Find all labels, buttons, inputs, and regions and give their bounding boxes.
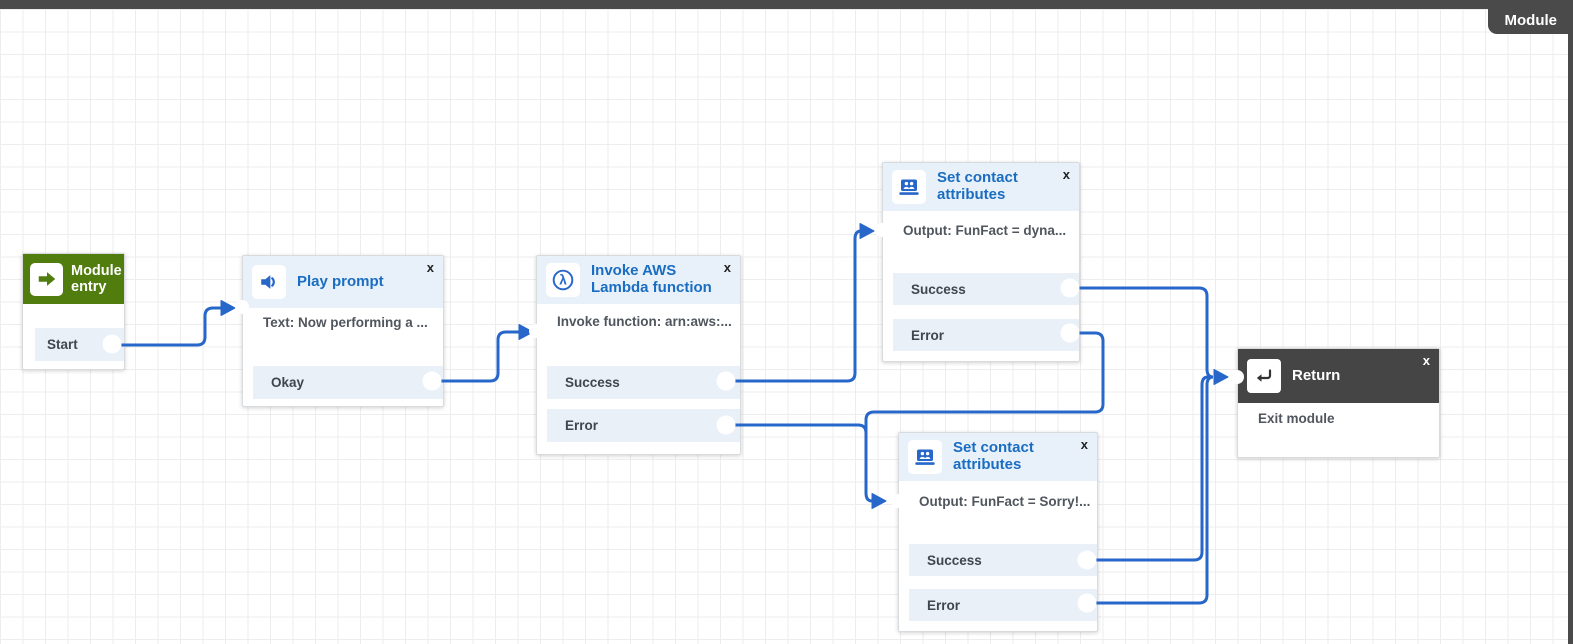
edge-set-contact-2-success-to-return[interactable]: [1087, 375, 1213, 562]
output-row-label: Success: [911, 281, 966, 297]
output-row-label: Error: [565, 418, 599, 433]
arrowhead-icon: [871, 493, 887, 509]
node-header: Return: [1238, 349, 1439, 403]
node-header: Set contact attributes: [899, 433, 1097, 481]
output-row-error[interactable]: Error: [547, 409, 740, 442]
output-row-label: Error: [927, 597, 961, 613]
lambda-icon: λ: [546, 263, 580, 297]
arrowhead-icon: [859, 223, 875, 239]
edge-okay-to-lambda[interactable]: [432, 330, 519, 383]
play-prompt-speaker-icon: [252, 265, 286, 299]
output-row-start[interactable]: Start: [35, 328, 124, 361]
svg-text:λ: λ: [559, 273, 567, 288]
edge-start-to-play-prompt[interactable]: [112, 306, 221, 347]
output-row-label: Start: [47, 337, 78, 352]
output-row-label: Success: [927, 552, 982, 568]
edge-lambda-success-to-set-contact-1[interactable]: [727, 229, 862, 383]
arrowhead-icon: [518, 324, 534, 340]
edge-set-contact-1-success-to-return[interactable]: [1070, 286, 1214, 379]
node-description: Output: FunFact = dyna...: [903, 223, 1067, 238]
node-header: Set contact attributes: [883, 163, 1079, 211]
arrowhead-icon: [1213, 369, 1229, 385]
module-entry-icon: [30, 262, 63, 296]
node-set-contact-attributes-1[interactable]: Set contact attributes x Output: FunFact…: [882, 162, 1080, 362]
edge-lambda-error-to-set-contact-2[interactable]: [727, 423, 873, 503]
close-icon[interactable]: x: [1422, 353, 1430, 368]
output-row-error[interactable]: Error: [909, 589, 1097, 621]
right-border-bar: [1568, 0, 1573, 644]
contact-attributes-icon: [908, 440, 942, 474]
contact-attributes-icon: [892, 170, 926, 204]
node-header: Module entry: [23, 254, 124, 304]
output-row-label: Error: [911, 327, 945, 343]
node-title: Return: [1292, 366, 1341, 384]
output-row-okay[interactable]: Okay: [253, 366, 443, 399]
node-header: Play prompt: [243, 256, 443, 308]
node-title: Play prompt: [297, 272, 384, 290]
return-icon: [1247, 359, 1281, 393]
node-play-prompt[interactable]: Play prompt x Text: Now performing a ...…: [242, 255, 444, 407]
node-header: λ Invoke AWS Lambda function: [537, 256, 740, 304]
output-row-success[interactable]: Success: [909, 544, 1097, 576]
node-description: Invoke function: arn:aws:...: [557, 314, 732, 329]
node-title: Set contact attributes: [953, 439, 1034, 473]
output-row-success[interactable]: Success: [893, 273, 1079, 305]
close-icon[interactable]: x: [426, 260, 434, 275]
node-description: Text: Now performing a ...: [263, 315, 428, 330]
node-description: Output: FunFact = Sorry!...: [919, 494, 1091, 509]
close-icon[interactable]: x: [1080, 437, 1088, 452]
node-title: Invoke AWS Lambda function: [591, 262, 712, 296]
node-return[interactable]: Return x Exit module: [1237, 348, 1440, 458]
node-description: Exit module: [1258, 411, 1335, 426]
arrowhead-icon: [220, 300, 236, 316]
close-icon[interactable]: x: [723, 260, 731, 275]
node-set-contact-attributes-2[interactable]: Set contact attributes x Output: FunFact…: [898, 432, 1098, 632]
output-row-label: Success: [565, 375, 620, 390]
output-row-error[interactable]: Error: [893, 319, 1079, 351]
node-module-entry[interactable]: Module entry Start: [22, 253, 125, 370]
node-title: Set contact attributes: [937, 169, 1018, 203]
node-title: Module entry: [71, 262, 122, 295]
module-badge: Module: [1487, 8, 1573, 34]
output-row-label: Okay: [271, 375, 305, 390]
top-border-bar: [0, 0, 1573, 9]
output-row-success[interactable]: Success: [547, 366, 740, 399]
edge-set-contact-2-error-to-return[interactable]: [1087, 375, 1214, 605]
node-invoke-lambda[interactable]: λ Invoke AWS Lambda function x Invoke fu…: [536, 255, 741, 455]
close-icon[interactable]: x: [1062, 167, 1070, 182]
